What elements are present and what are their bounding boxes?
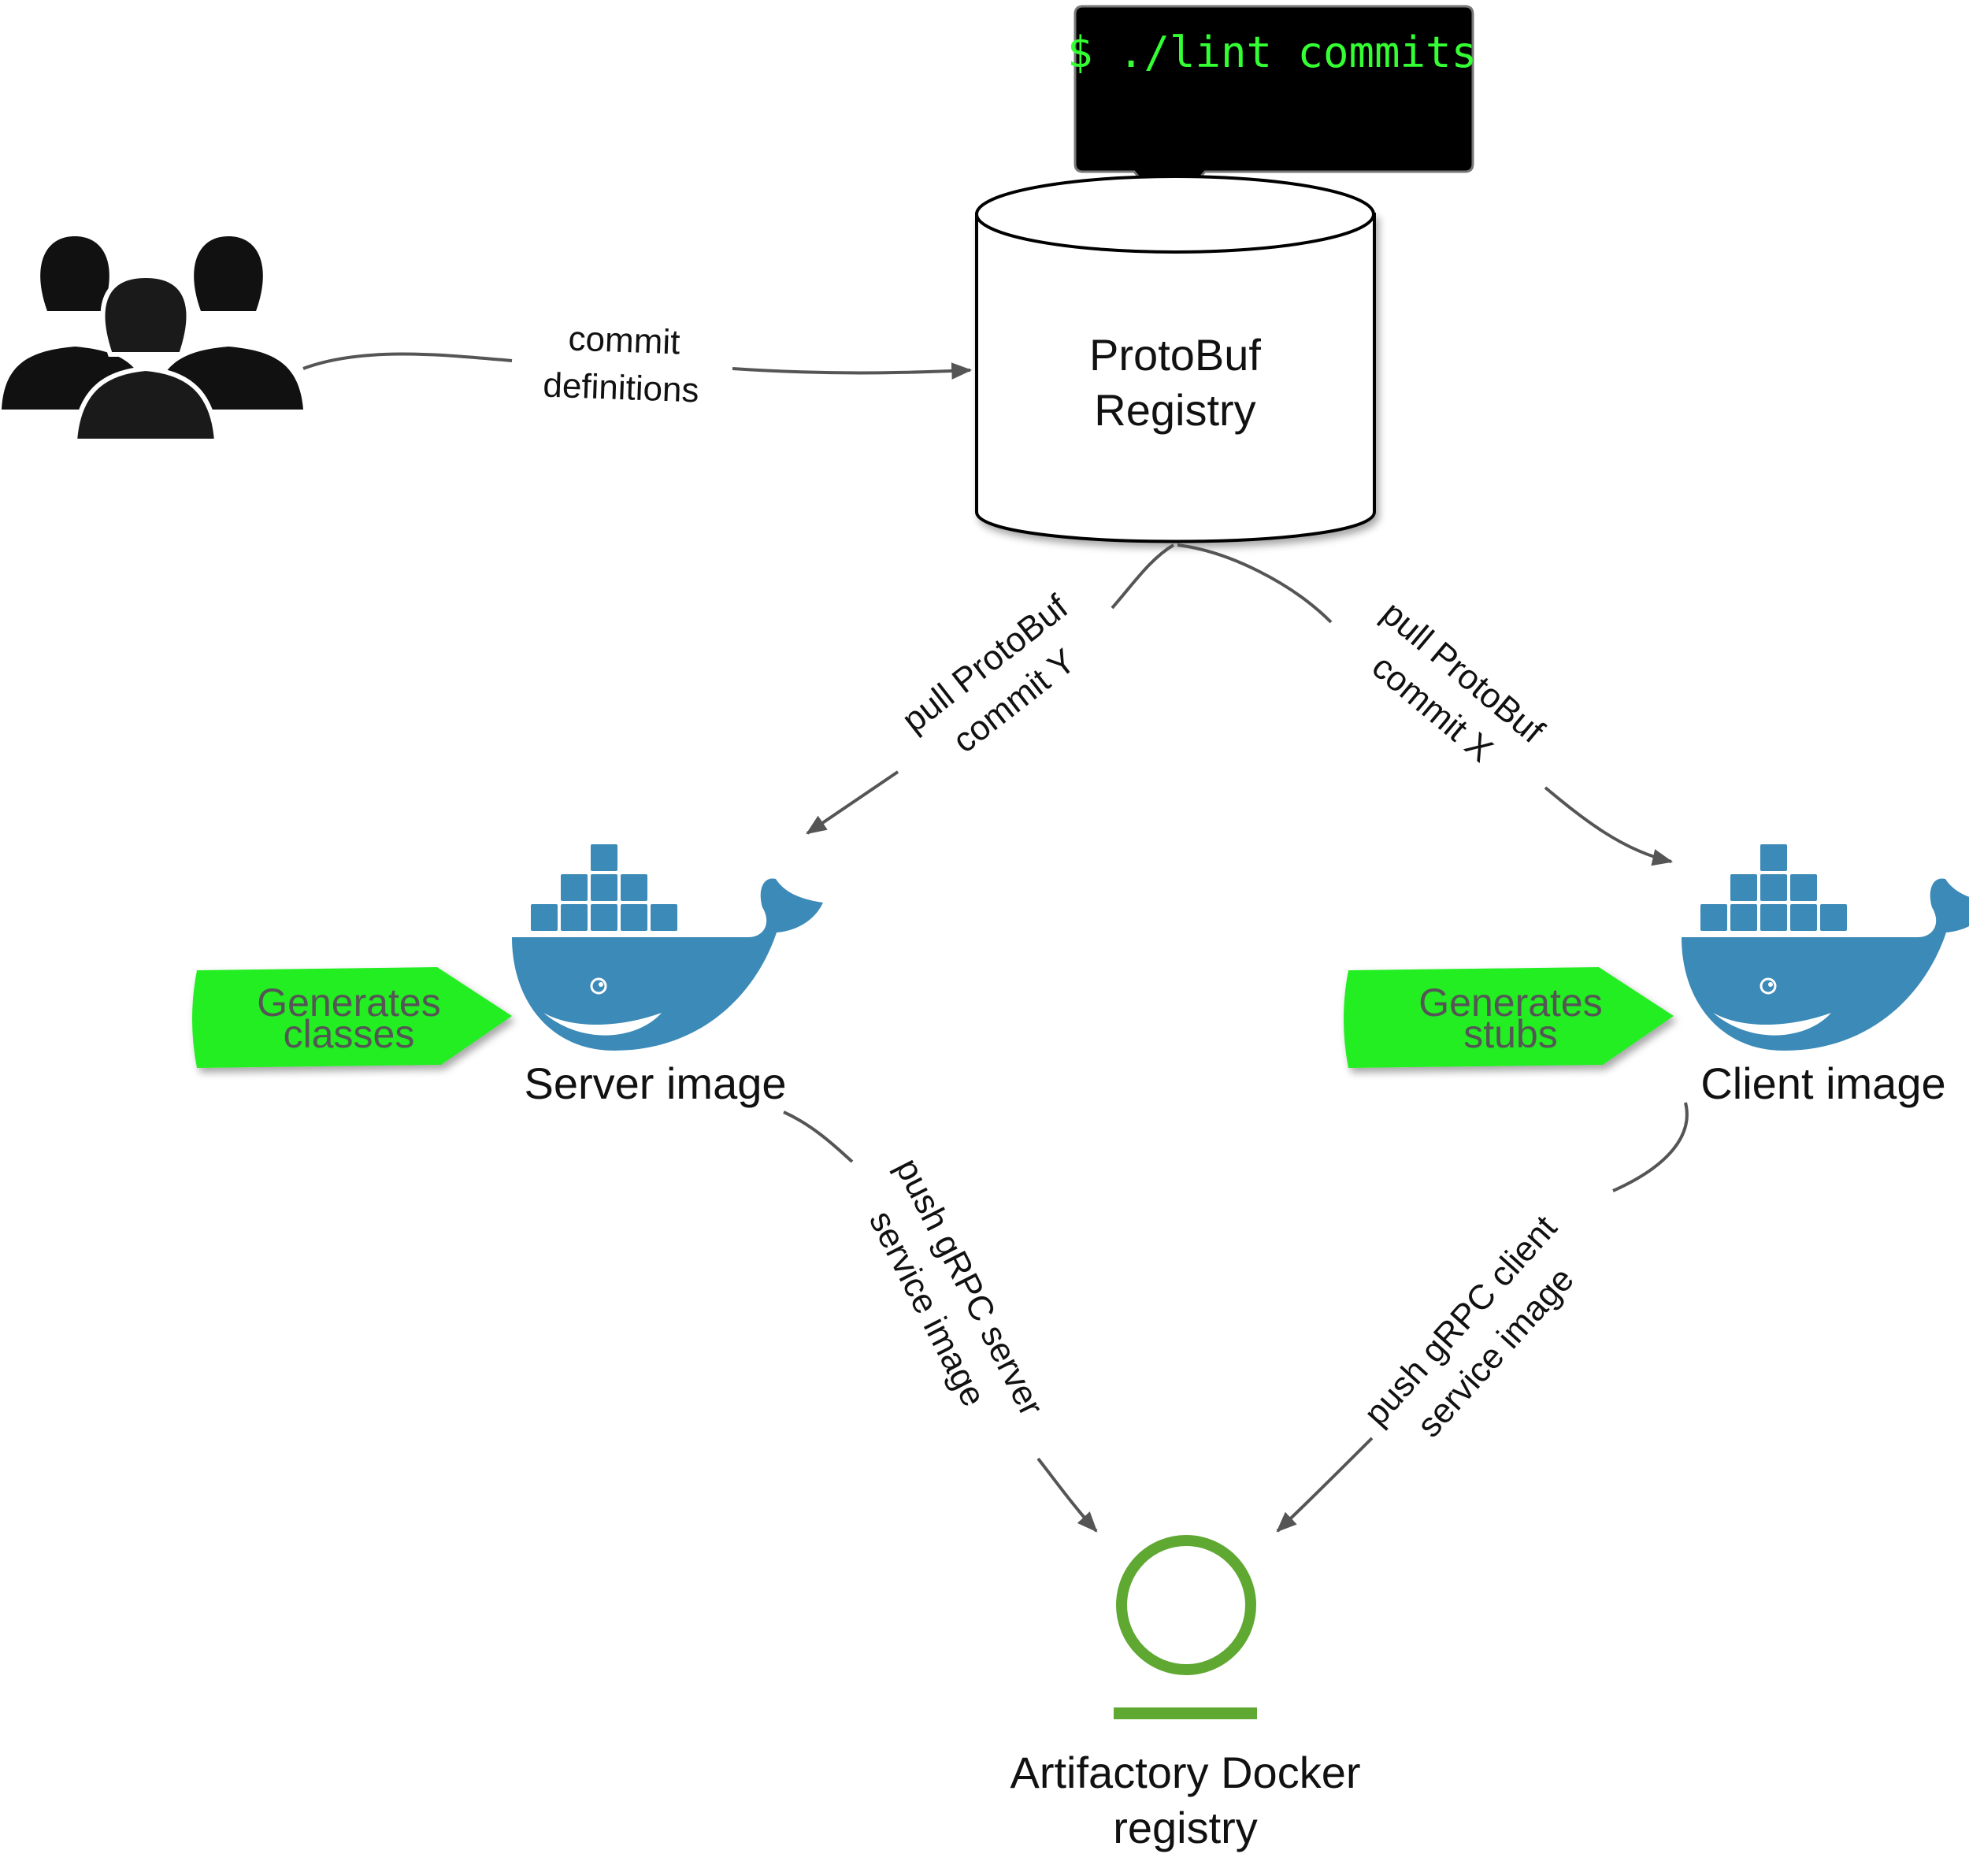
edge-pull-commit-x: pull ProtoBuf commit X bbox=[1177, 543, 1674, 866]
edge-push-client-image: push gRPC client service image bbox=[1276, 1102, 1689, 1533]
tag-stubs-line2: stubs bbox=[1463, 1012, 1558, 1056]
terminal-command: $ ./lint commits bbox=[1067, 28, 1477, 77]
client-image-node: Generates stubs Client image bbox=[1344, 843, 1969, 1108]
tag-stubs-line1: Generates bbox=[1418, 981, 1602, 1025]
protobuf-registry-database: ProtoBuf Registry bbox=[975, 175, 1376, 543]
edge-commit-definitions: commit definitions bbox=[302, 320, 973, 410]
edge-push-server-image: push gRPC server service image bbox=[783, 1110, 1098, 1533]
server-docker-whale-icon bbox=[510, 843, 825, 1052]
client-docker-whale-icon bbox=[1680, 843, 1969, 1052]
client-image-label: Client image bbox=[1700, 1058, 1945, 1108]
server-image-node: Generates classes Server image bbox=[192, 843, 825, 1108]
registry-label-line2: Registry bbox=[1094, 385, 1255, 435]
artifactory-label-line2: registry bbox=[1113, 1803, 1258, 1852]
server-image-label: Server image bbox=[524, 1058, 786, 1108]
generates-classes-tag: Generates classes bbox=[192, 967, 512, 1068]
generates-stubs-tag: Generates stubs bbox=[1344, 967, 1674, 1068]
artifactory-ring-icon bbox=[1114, 1535, 1257, 1719]
registry-label-line1: ProtoBuf bbox=[1089, 330, 1261, 380]
users-group-icon bbox=[2, 236, 303, 443]
edge-label-definitions: definitions bbox=[543, 366, 700, 410]
terminal-callout: $ ./lint commits bbox=[1067, 5, 1477, 213]
edge-pull-commit-y: pull ProtoBuf commit Y bbox=[806, 543, 1175, 835]
database-icon bbox=[975, 175, 1375, 254]
artifactory-registry-node: Artifactory Docker registry bbox=[1010, 1535, 1361, 1852]
artifactory-label-line1: Artifactory Docker bbox=[1010, 1748, 1361, 1797]
edge-label-commit: commit bbox=[568, 320, 680, 362]
tag-classes-line2: classes bbox=[284, 1012, 415, 1056]
tag-classes-line1: Generates bbox=[257, 981, 440, 1025]
